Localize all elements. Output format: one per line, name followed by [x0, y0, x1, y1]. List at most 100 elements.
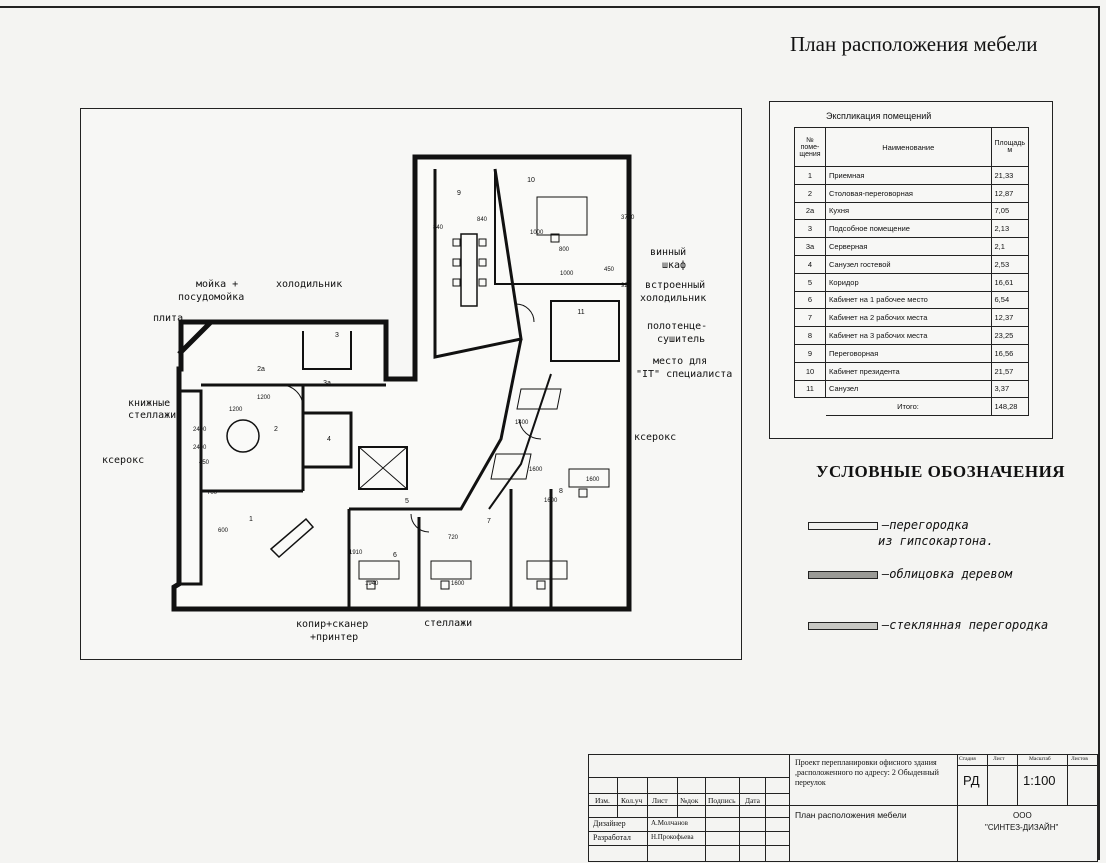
partition-diagonal — [349, 338, 523, 511]
dimension-label: 840 — [433, 225, 444, 231]
legend-text: –перегородка — [882, 518, 969, 532]
explication-cell-area: 21,33 — [990, 166, 1030, 185]
room-7-label: 7 — [487, 518, 491, 525]
explication-total-row: Итого:148,28 — [795, 397, 1030, 417]
callout-copier-2: +принтер — [310, 632, 359, 643]
dimension-label: 1200 — [257, 395, 271, 401]
explication-cell-area: 16,61 — [990, 272, 1030, 292]
legend-swatch — [808, 622, 878, 630]
explication-cell-num: 1 — [794, 166, 826, 185]
explication-cell-name: Кухня — [825, 201, 992, 221]
title-block-header-cell: №док — [680, 796, 699, 805]
project-description: Проект перепланировки офисного здания ,р… — [795, 758, 939, 787]
meeting-table — [460, 233, 478, 307]
header-name: Наименование — [825, 127, 992, 167]
explication-total-value: 148,28 — [991, 397, 1030, 417]
explication-cell-name: Санузел — [825, 379, 992, 399]
dimension-label: 1600 — [451, 581, 465, 587]
dimension-label: 2400 — [193, 427, 207, 433]
dimension-label: 920 — [621, 283, 632, 289]
legend-title: УСЛОВНЫЕ ОБОЗНАЧЕНИЯ — [816, 462, 1066, 481]
explication-cell-name: Приемная — [825, 166, 992, 185]
chamfer-wall — [177, 320, 213, 356]
page-title: План расположения мебели — [790, 32, 1038, 56]
dimension-label: 450 — [199, 460, 210, 466]
explication-cell-num: 9 — [794, 343, 826, 363]
explication-cell-area: 16,56 — [990, 343, 1030, 363]
partition-diagonal-2 — [488, 373, 552, 510]
room-11-label: 11 — [577, 309, 584, 316]
room-2a-label: 2а — [257, 366, 265, 373]
legend-text-line-2: из гипсокартона. — [878, 534, 994, 548]
dimension-label: 3760 — [621, 215, 635, 221]
header-area: Площадь м — [990, 127, 1030, 167]
explication-cell-num: 7 — [794, 308, 826, 328]
explication-cell-area: 2,53 — [990, 254, 1030, 274]
explication-cell-area: 12,87 — [990, 183, 1030, 203]
callout-stove: плита — [153, 313, 184, 324]
room-5-label: 5 — [405, 498, 409, 505]
chairs — [366, 233, 588, 590]
callout-builtin-2: холодильник — [640, 293, 707, 304]
dimension-label: 450 — [604, 267, 615, 273]
sheet-title: План расположения мебели — [795, 810, 907, 820]
explication-cell-area: 23,25 — [990, 326, 1030, 345]
dimension-label: 1910 — [349, 550, 363, 556]
explication-cell-area: 2,1 — [990, 237, 1030, 256]
outer-wall — [171, 154, 632, 612]
explication-cell-name: Переговорная — [825, 343, 992, 363]
dimension-label: 840 — [477, 217, 488, 223]
desk-8b — [568, 468, 610, 488]
title-block-header-cell: Кол.уч — [621, 796, 643, 805]
org-line-2: "СИНТЕЗ-ДИЗАЙН" — [985, 823, 1059, 832]
partition-server — [302, 331, 352, 370]
explication-cell-num: 3 — [794, 219, 826, 239]
explication-cell-num: 8 — [794, 326, 826, 345]
dimension-label: 1600 — [586, 477, 600, 483]
callout-it-2: "IT" специалиста — [636, 369, 733, 380]
explication-cell-num: 2а — [794, 201, 826, 221]
explication-cell-num: 6 — [794, 290, 826, 310]
explication-cell-name: Кабинет президента — [825, 361, 992, 381]
explication-cell-area: 3,37 — [990, 379, 1030, 399]
room-3a-label: 3а — [323, 380, 331, 387]
explication-cell-area: 12,37 — [990, 308, 1030, 328]
dimension-label: 800 — [559, 247, 570, 253]
shelving-1 — [490, 388, 562, 480]
dimension-label: 1940 — [365, 581, 379, 587]
stage-value: РД — [963, 773, 980, 788]
room-4-label: 4 — [327, 436, 331, 443]
explication-cell-name: Санузел гостевой — [825, 254, 992, 274]
partition-bath — [303, 411, 353, 469]
room-10-label: 10 — [527, 177, 535, 184]
callout-sink: мойка + — [196, 279, 239, 290]
designer-name: А.Молчанов — [651, 819, 688, 827]
explication-cell-num: 3а — [794, 237, 826, 256]
org-line-1: ООО — [1013, 811, 1032, 820]
legend-text: –стеклянная перегородка — [882, 618, 1049, 632]
dimension-label: 1200 — [229, 407, 243, 413]
explication-cell-area: 7,05 — [990, 201, 1030, 221]
scale-value: 1:100 — [1023, 773, 1056, 788]
bathroom-11 — [550, 300, 620, 362]
designer-role: Дизайнер — [593, 819, 626, 828]
title-block-header-cell: Дата — [745, 796, 760, 805]
room-6-label: 6 — [393, 552, 397, 559]
callout-shelves-2: стеллажи — [128, 410, 177, 421]
explication-header-row: № поме- щения Наименование Площадь м — [794, 127, 1030, 167]
callout-builtin-1: встроенный — [645, 280, 706, 291]
title-block-header-cell: Лист — [652, 796, 668, 805]
explication-cell-name: Серверная — [825, 237, 992, 256]
explication-cell-name: Кабинет на 2 рабочих места — [825, 308, 992, 328]
